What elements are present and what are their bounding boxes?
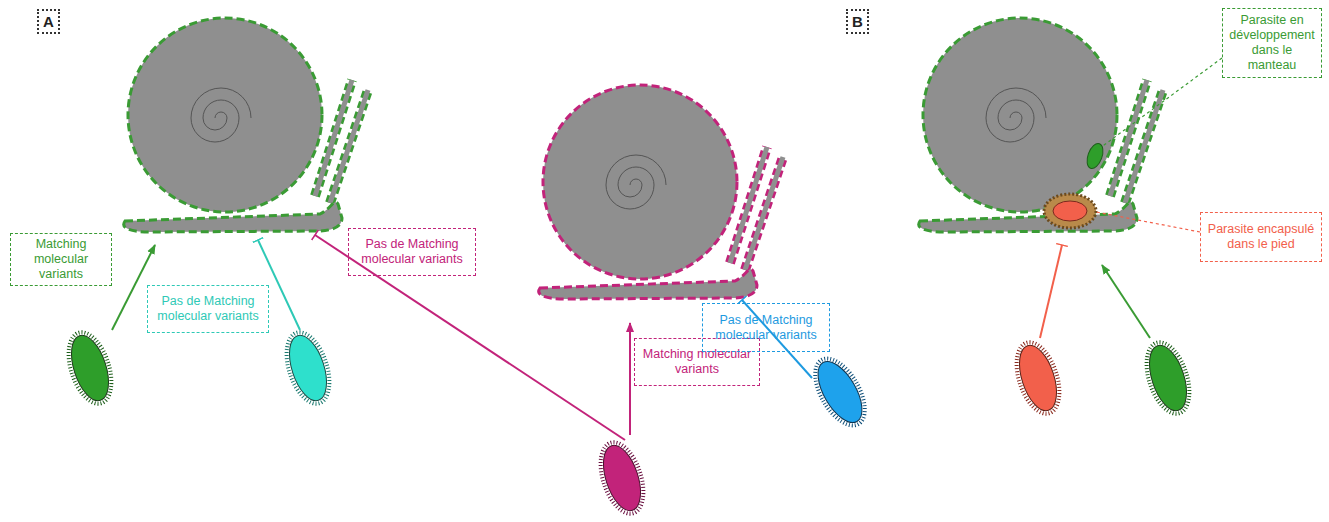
callout-box: Parasite encapsulé dans le pied [1200, 212, 1322, 262]
label-text: Matching molecular variants [15, 237, 107, 282]
parasite [60, 327, 119, 409]
parasite [592, 437, 651, 519]
label-text: Pas de Matching molecular variants [152, 294, 264, 324]
infection-arrow [629, 323, 631, 435]
blocked-arrow [1040, 245, 1062, 338]
snail [124, 18, 368, 232]
label-box: Matching molecular variants [634, 338, 760, 386]
parasite [805, 350, 875, 433]
panel-label: B [846, 9, 869, 34]
label-box: Pas de Matching molecular variants [702, 303, 830, 352]
panel-letter: B [852, 14, 863, 29]
label-text: Parasite encapsulé dans le pied [1205, 222, 1317, 252]
infection-arrow [112, 245, 155, 330]
snail [919, 18, 1163, 232]
blocked-arrow [315, 235, 625, 440]
parasite [1138, 337, 1197, 419]
infection-arrow [1102, 265, 1150, 338]
snail [539, 85, 783, 299]
parasite [278, 327, 337, 409]
leader-line [1100, 58, 1222, 148]
parasite [1008, 337, 1067, 419]
label-box: Pas de Matching molecular variants [348, 228, 476, 276]
label-text: Pas de Matching molecular variants [707, 313, 825, 343]
label-text: Pas de Matching molecular variants [353, 237, 471, 267]
panel-letter: A [43, 14, 54, 29]
label-box: Pas de Matching molecular variants [147, 285, 269, 333]
panel-label: A [37, 9, 60, 34]
leader-line [1096, 212, 1200, 232]
label-text: Parasite en développement dans le mantea… [1227, 13, 1317, 73]
label-box: Matching molecular variants [10, 233, 112, 286]
callout-box: Parasite en développement dans le mantea… [1222, 8, 1322, 78]
